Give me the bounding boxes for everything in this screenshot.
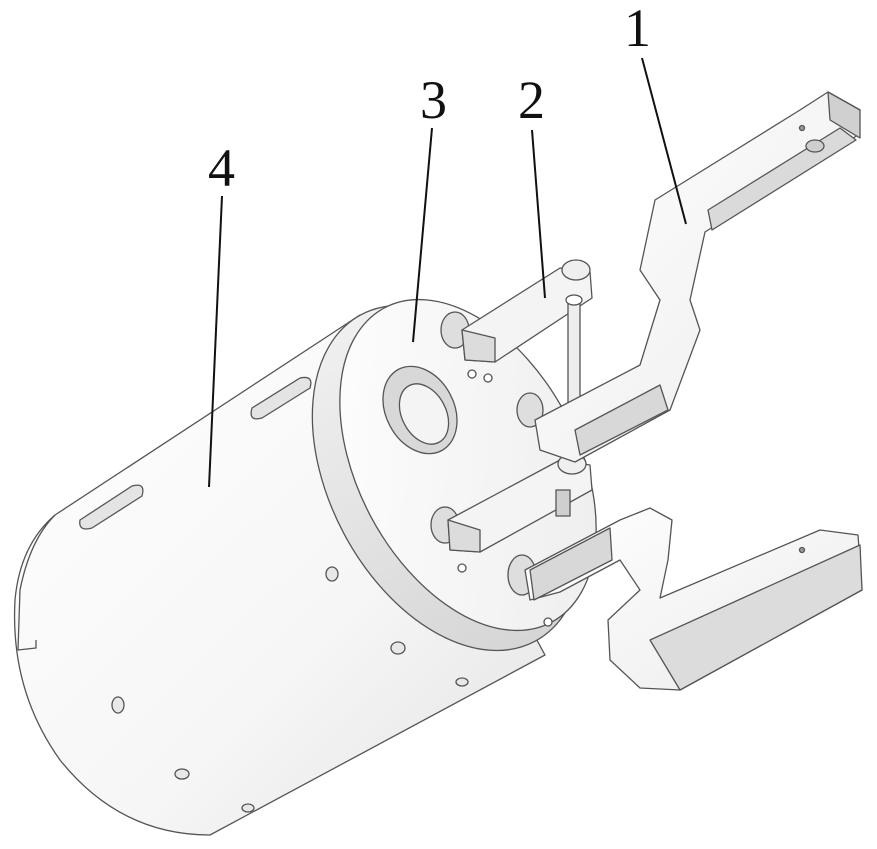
callout-3: 3 bbox=[420, 70, 447, 130]
end-flange bbox=[311, 298, 597, 652]
leader-lines bbox=[208, 57, 687, 488]
leader-line-1 bbox=[641, 57, 687, 225]
callout-labels: 1 2 3 4 bbox=[208, 0, 651, 198]
callout-1: 1 bbox=[624, 0, 651, 58]
callout-4: 4 bbox=[208, 138, 235, 198]
callout-2: 2 bbox=[518, 70, 545, 130]
leader-line-4 bbox=[208, 195, 223, 488]
leader-line-2 bbox=[531, 129, 546, 299]
leader-line-3 bbox=[412, 127, 433, 343]
gripper-fingers bbox=[524, 91, 863, 691]
